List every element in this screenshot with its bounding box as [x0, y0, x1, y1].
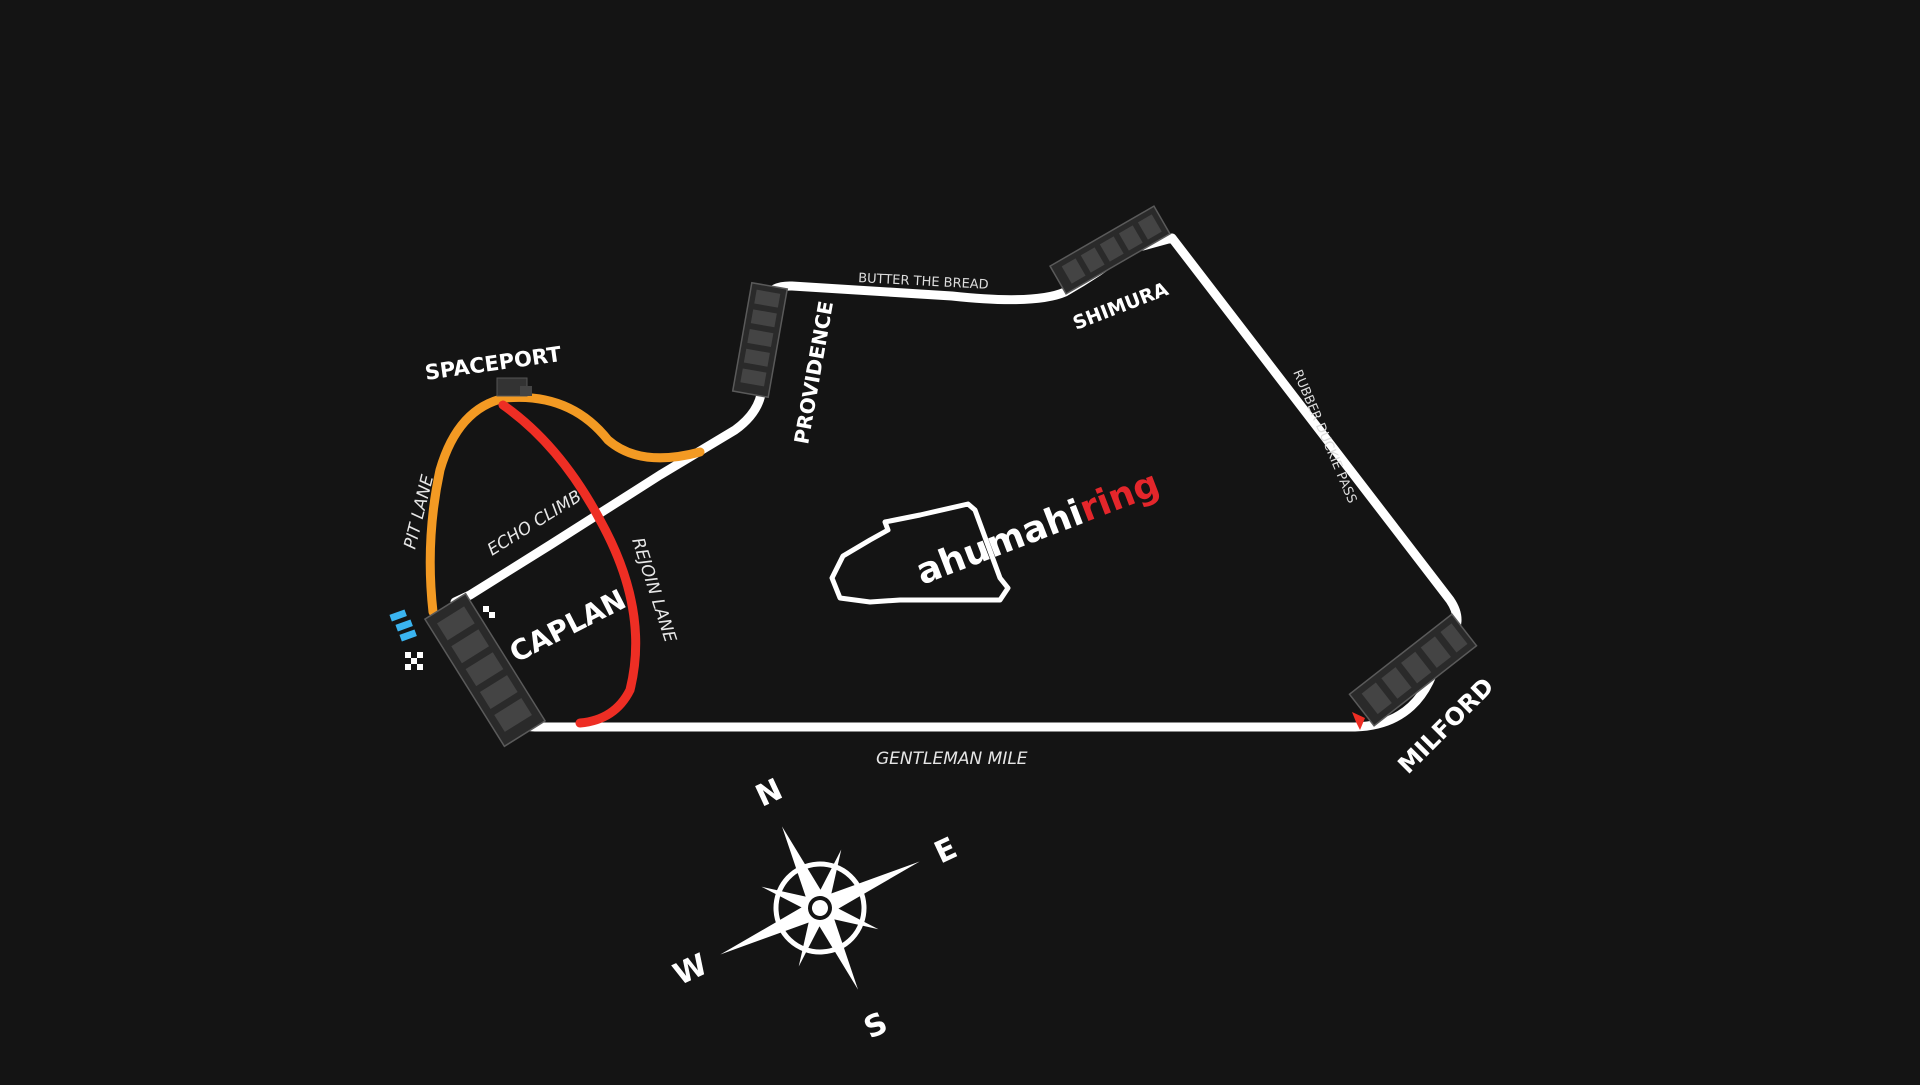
- start-grid-markers: [389, 609, 417, 642]
- spaceport-building: [496, 377, 532, 397]
- section-label-gentleman-mile: GENTLEMAN MILE: [876, 749, 1028, 769]
- corner-label-caplan: CAPLAN: [504, 583, 631, 669]
- section-label-echo-climb: ECHO CLIMB: [484, 487, 585, 561]
- svg-text:ahumahiring: ahumahiring: [911, 463, 1165, 593]
- compass-east-label: E: [929, 831, 962, 871]
- ahumahiring-logo: ahumahiring: [829, 463, 1165, 605]
- rejoin-lane-path: [498, 400, 641, 728]
- compass-star-icon: [720, 826, 920, 990]
- compass-west-label: W: [668, 947, 713, 993]
- checkered-flag-icon: [405, 606, 495, 670]
- track-main-circuit: [450, 233, 1462, 732]
- compass-rose: N S E W: [668, 772, 962, 1047]
- logo-text-accent: ring: [1074, 463, 1165, 530]
- corner-label-providence: PROVIDENCE: [789, 299, 838, 446]
- providence-building: [731, 281, 789, 399]
- shimura-building: [1049, 205, 1171, 295]
- corner-label-shimura: SHIMURA: [1070, 278, 1172, 335]
- section-label-butter-the-bread: BUTTER THE BREAD: [858, 271, 989, 293]
- caplan-building: [423, 592, 547, 748]
- section-label-rubber-duckie-pass: RUBBER DUCKIE PASS: [1289, 368, 1359, 506]
- compass-north-label: N: [751, 772, 789, 814]
- milford-marker-icon: [1352, 712, 1365, 730]
- compass-south-label: S: [859, 1006, 893, 1047]
- corner-label-spaceport: SPACEPORT: [423, 342, 563, 385]
- milford-building: [1348, 613, 1478, 727]
- pit-lane-path: [425, 392, 705, 617]
- logo-track-outline-icon: [829, 501, 1011, 605]
